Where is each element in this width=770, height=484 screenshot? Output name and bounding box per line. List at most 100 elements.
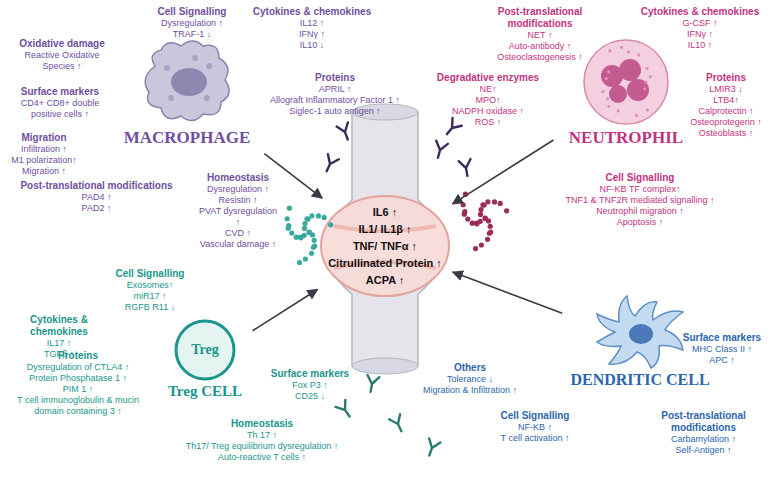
category-heading: Homeostasis: [167, 418, 357, 430]
marker-item: PVAT dysregulation ↑: [196, 206, 280, 228]
marker-item: PAD4 ↑: [4, 192, 189, 203]
marker-item: CD25 ↓: [260, 391, 360, 402]
marker-item: MPO↑: [432, 95, 544, 106]
category-group: Surface markersFox P3 ↑CD25 ↓: [260, 368, 360, 402]
category-heading: Cell Signalling: [95, 268, 205, 280]
category-heading: Homeostasis: [196, 172, 280, 184]
category-heading: Cell Signalling: [137, 6, 247, 18]
marker-item: Auto-reactive T cells ↑: [167, 452, 357, 463]
category-group: Cytokines & chemokinesG-CSF ↑IFNγ ↑IL10 …: [634, 6, 766, 51]
marker-item: Carbamylation ↑: [641, 434, 766, 445]
marker-item: Migration & Infiltration ↑: [405, 385, 535, 396]
marker-item: NET ↑: [485, 30, 595, 41]
marker-item: Resistin ↑: [196, 195, 280, 206]
category-group: OthersTolerance ↓Migration & Infiltratio…: [405, 362, 535, 396]
category-heading: Oxidative damage: [12, 38, 112, 50]
marker-item: Infiltration ↑: [4, 144, 84, 155]
category-heading: Post-translational modifications: [641, 410, 766, 434]
marker-item: T cell immunoglobulin & mucin domain con…: [4, 395, 152, 417]
cytokine-dots: [285, 192, 510, 266]
marker-item: Allograft Inflammatory Factor 1 ↑: [249, 95, 421, 106]
category-group: Oxidative damageReactive Oxidative Speci…: [12, 38, 112, 72]
marker-item: Osteoprotegerin ↑: [686, 117, 766, 128]
cell-node: NEUTROPHIL: [556, 36, 696, 152]
category-group: Post-translational modificationsCarbamyl…: [641, 410, 766, 456]
category-group: ProteinsAPRIL ↑Allograft Inflammatory Fa…: [249, 72, 421, 117]
joint-marker: IL6 ↑: [320, 204, 450, 221]
marker-item: RGFB R11 ↓: [95, 302, 205, 313]
category-group: Cell SignallingExosomes↑miR17 ↑RGFB R11 …: [95, 268, 205, 313]
marker-item: ROS ↑: [432, 117, 544, 128]
marker-item: IL10 ↓: [242, 40, 382, 51]
category-heading: Others: [405, 362, 535, 374]
marker-item: IL10 ↑: [634, 40, 766, 51]
marker-item: Exosomes↑: [95, 280, 205, 291]
marker-item: TNF1 & TNF2R mediated signalling ↑: [545, 195, 735, 206]
category-group: HomeostasisDysregulation ↑Resistin ↑PVAT…: [196, 172, 280, 250]
category-group: MigrationInfiltration ↑M1 polarization↑M…: [4, 132, 84, 177]
category-heading: Cell Signalling: [545, 172, 735, 184]
category-heading: Cell Signalling: [475, 410, 595, 422]
marker-item: Calprotectin ↑: [686, 106, 766, 117]
cell-inner-label: Treg: [160, 318, 250, 382]
marker-item: MHC Class II ↑: [679, 344, 765, 355]
joint-marker: TNF/ TNFα ↑: [320, 238, 450, 255]
antibody-symbols: [321, 118, 473, 458]
category-heading: Cytokines & chemokines: [634, 6, 766, 18]
marker-item: PAD2 ↑: [4, 203, 189, 214]
marker-item: CD4+ CD8+ double positive cells ↑: [12, 98, 108, 120]
category-heading: Cytokines & chemokines: [242, 6, 382, 18]
cell-node: DENDRITIC CELL: [565, 292, 715, 393]
category-heading: Proteins: [249, 72, 421, 84]
category-group: Cell SignallingNF-KB TF complex↑TNF1 & T…: [545, 172, 735, 228]
marker-item: M1 polarization↑: [4, 155, 84, 166]
marker-item: G-CSF ↑: [634, 18, 766, 29]
category-heading: Degradative enzymes: [432, 72, 544, 84]
category-heading: Cytokines & chemokines: [4, 314, 114, 338]
marker-item: LTB4↑: [686, 95, 766, 106]
category-group: Surface markersMHC Class II ↑APC ↑: [679, 332, 765, 366]
category-group: Post-translational modificationsPAD4 ↑PA…: [4, 180, 189, 214]
marker-item: CVD ↑: [196, 228, 280, 239]
joint-marker: ACPA ↑: [320, 272, 450, 289]
category-group: Post-translational modificationsNET ↑Aut…: [485, 6, 595, 63]
cell-node: TregTreg CELL: [160, 318, 250, 404]
marker-item: IFNγ ↑: [634, 29, 766, 40]
category-group: ProteinsLMIR3 ↓LTB4↑Calprotectin ↑Osteop…: [686, 72, 766, 139]
marker-item: LMIR3 ↓: [686, 84, 766, 95]
connector-arrow: [264, 154, 322, 198]
marker-item: Fox P3 ↑: [260, 380, 360, 391]
connector-arrow: [453, 140, 554, 204]
marker-item: Apoptosis ↑: [545, 217, 735, 228]
marker-item: Dysregulation ↑: [137, 18, 247, 29]
category-group: Surface markersCD4+ CD8+ double positive…: [12, 86, 108, 120]
category-group: Cell SignallingDysregulation ↑TRAF-1 ↓: [137, 6, 247, 40]
category-heading: Proteins: [4, 350, 152, 362]
category-group: Cell SignallingNF-KB ↑T cell activation …: [475, 410, 595, 444]
cell-label: DENDRITIC CELL: [565, 370, 715, 389]
marker-item: IL17 ↑: [4, 338, 114, 349]
marker-item: APRIL ↑: [249, 84, 421, 95]
joint-box: IL6 ↑IL1/ IL1β ↑TNF/ TNFα ↑Citrullinated…: [320, 200, 450, 293]
category-heading: Proteins: [686, 72, 766, 84]
marker-item: PIM 1 ↑: [4, 384, 152, 395]
marker-item: Tolerance ↓: [405, 374, 535, 385]
neut-cell-illustration: [576, 36, 676, 128]
marker-item: IFNγ ↑: [242, 29, 382, 40]
marker-item: NE↑: [432, 84, 544, 95]
marker-item: Auto-antibody ↑: [485, 41, 595, 52]
marker-item: Osteoclastogenesis ↑: [485, 52, 595, 63]
marker-item: IL12 ↑: [242, 18, 382, 29]
macro-cell-illustration: [137, 36, 237, 128]
marker-item: Neutrophil migration ↑: [545, 206, 735, 217]
marker-item: Migration ↑: [4, 166, 84, 177]
category-heading: Migration: [4, 132, 84, 144]
dend-cell-illustration: [595, 292, 685, 370]
category-heading: Surface markers: [679, 332, 765, 344]
joint: [321, 104, 449, 374]
marker-item: NF-KB TF complex↑: [545, 184, 735, 195]
category-group: Cytokines & chemokinesIL12 ↑IFNγ ↑IL10 ↓: [242, 6, 382, 51]
marker-item: Th 17 ↑: [167, 430, 357, 441]
connector-arrow: [253, 289, 318, 330]
category-group: Degradative enzymesNE↑MPO↑NADPH oxidase …: [432, 72, 544, 128]
